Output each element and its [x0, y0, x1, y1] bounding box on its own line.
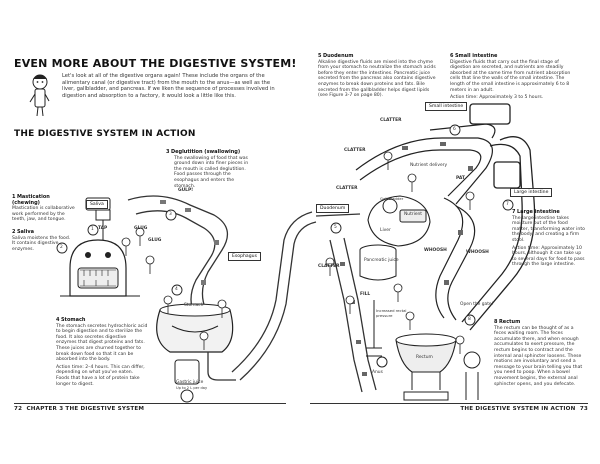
mascot-icon [29, 74, 50, 117]
note-large-intestine-time: Action time: Approximately 10 hours, alt… [512, 245, 585, 268]
footer-rule-right [310, 403, 588, 404]
note-saliva-num: 2 [12, 229, 16, 235]
worker-figures [121, 151, 475, 354]
note-stomach-title: Stomach [60, 317, 86, 323]
note-mastication-num: 1 [12, 194, 16, 200]
note-rectum-title: Rectum [498, 319, 521, 325]
note-stomach-time: Action time: 2–4 hours. This can differ,… [56, 364, 145, 387]
footer-rule-left [14, 403, 286, 404]
note-saliva: 2 Saliva Saliva moistens the food. It co… [12, 229, 74, 252]
note-saliva-text: Saliva moistens the food. It contains di… [12, 235, 71, 252]
footer-right: The Digestive System in Action 73 [460, 406, 588, 412]
pancreas-tank-drawing [359, 244, 397, 281]
step-marker-2: 2 [60, 245, 63, 250]
sfx-clatter-4: CLATTER [318, 264, 340, 269]
note-mastication-title: Mastication (chewing) [12, 194, 50, 206]
label-saliva: Saliva [86, 200, 108, 209]
label-open-gate: Open the gate! [460, 302, 494, 307]
label-rectum: Rectum [416, 355, 433, 360]
note-rectum-num: 8 [494, 319, 498, 325]
sfx-glug-1: GLUG [134, 226, 148, 231]
stomach-vat-drawing [156, 303, 236, 403]
sfx-pat: PAT [456, 176, 465, 181]
sfx-glug-2: GLUG [148, 238, 162, 243]
sfx-gulp: GULP! [178, 188, 194, 193]
large-intestine-loop-drawing [461, 103, 536, 331]
sfx-whoosh-2: WHOOSH [466, 250, 489, 255]
intro-paragraph: Let's look at all of the digestive organ… [62, 73, 275, 99]
step-marker-7: 7 [506, 202, 509, 207]
note-stomach-num: 4 [56, 317, 60, 323]
note-duodenum: 5 Duodenum Alkaline digestive fluids are… [318, 53, 438, 99]
page-title: Even More About the Digestive System! [14, 57, 297, 70]
liver-drawing [367, 195, 431, 247]
note-deglutition-num: 3 [166, 149, 170, 155]
note-mastication-text: Mastication is collaborative work perfor… [12, 206, 75, 223]
label-gastric-juice: Gastric juice [176, 380, 204, 385]
right-section-title: The Digestive System in Action [460, 406, 576, 412]
note-rectum: 8 Rectum The rectum can be thought of as… [494, 319, 586, 387]
sfx-clatter-3: CLATTER [336, 186, 358, 191]
note-large-intestine-text: The large intestine takes moisture out o… [512, 215, 585, 243]
label-anus: Anus [372, 370, 383, 375]
right-page-number: 73 [579, 406, 588, 412]
step-markers [56, 124, 514, 326]
label-stomach: Stomach [184, 303, 204, 308]
label-gallbladder: Gall-bladder [380, 196, 404, 201]
note-saliva-title: Saliva [16, 229, 34, 235]
section-title: The Digestive System in Action [14, 129, 196, 139]
note-deglutition-title: Deglutition (swallowing) [170, 149, 241, 155]
footer-left: 72 Chapter 3 The Digestive System [14, 406, 144, 412]
note-small-intestine: 6 Small intestine Digestive fluids that … [450, 53, 580, 101]
note-large-intestine-title: Large intestine [516, 209, 560, 215]
sfx-clatter-1: CLATTER [380, 118, 402, 123]
label-liver: Liver [380, 228, 391, 233]
note-large-intestine: 7 Large intestine The large intestine ta… [512, 209, 586, 268]
step-marker-1: 1 [91, 227, 94, 232]
step-marker-3: 3 [169, 212, 172, 217]
note-duodenum-num: 5 [318, 53, 322, 59]
note-mastication: 1 Mastication (chewing) Mastication is c… [12, 194, 76, 223]
sfx-tap: TAP [98, 226, 108, 231]
note-duodenum-title: Duodenum [322, 53, 354, 59]
step-marker-4: 4 [175, 287, 178, 292]
note-rectum-text: The rectum can be thought of as a feces … [494, 325, 583, 387]
note-stomach-text: The stomach secretes hydrochloric acid t… [56, 323, 148, 363]
sfx-clatter-2: CLATTER [344, 148, 366, 153]
note-small-intestine-num: 6 [450, 53, 454, 59]
label-small-intestine: Small intestine [425, 102, 468, 111]
label-gastric-juice-sub: Up to 2 L per day [176, 386, 208, 390]
label-esophagus: Esophagus [228, 252, 261, 261]
note-small-intestine-title: Small intestine [454, 53, 498, 59]
label-increased-pressure: Increased rectal pressure [376, 308, 407, 318]
note-small-intestine-text: Digestive fluids that carry out the fina… [450, 59, 571, 93]
sfx-whoosh-1: WHOOSH [424, 248, 447, 253]
left-page-number: 72 [14, 406, 23, 412]
note-stomach: 4 Stomach The stomach secretes hydrochlo… [56, 317, 148, 387]
sfx-fill: FILL [360, 292, 371, 297]
label-large-intestine: Large intestine [510, 188, 553, 197]
step-marker-8: 8 [468, 317, 471, 322]
label-nutrient-delivery: Nutrient delivery [410, 163, 448, 168]
small-intestine-belts-drawing [355, 123, 496, 321]
step-marker-5: 5 [334, 225, 337, 230]
rectum-drawing [366, 300, 481, 401]
label-pancreatic-juice: Pancreatic juice [364, 258, 399, 263]
note-small-intestine-time: Action time: Approximately 3 to 5 hours. [450, 95, 544, 101]
note-duodenum-text: Alkaline digestive fluids are mixed into… [318, 59, 436, 99]
left-chapter-title: Chapter 3 The Digestive System [26, 406, 145, 412]
step-marker-6: 6 [453, 127, 456, 132]
label-nutrient: Nutrient [404, 212, 423, 217]
note-large-intestine-num: 7 [512, 209, 516, 215]
note-deglutition-text: The swallowing of food that was ground d… [174, 155, 249, 189]
note-deglutition: 3 Deglutition (swallowing) The swallowin… [166, 149, 256, 189]
label-duodenum: Duodenum [316, 204, 350, 213]
